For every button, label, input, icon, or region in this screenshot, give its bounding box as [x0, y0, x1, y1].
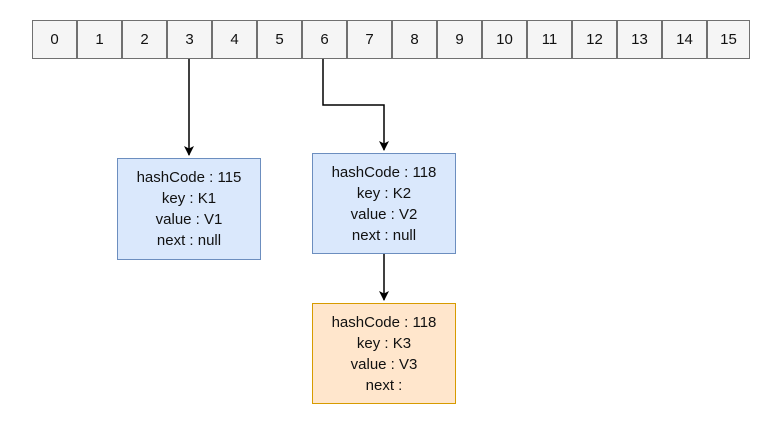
- next-label: next : null: [156, 232, 222, 249]
- value-label: value : V1: [155, 211, 223, 228]
- edge-slot-6-to-k2: [322, 59, 389, 151]
- bucket-cell-4: 4: [212, 20, 257, 59]
- bucket-cell-8: 8: [392, 20, 437, 59]
- next-label: next : null: [351, 226, 417, 244]
- bucket-cell-3: 3: [167, 20, 212, 59]
- bucket-index: 7: [365, 31, 374, 48]
- entry-node-k3: hashCode : 118 key : K3 value : V3 next …: [312, 303, 456, 404]
- bucket-index: 11: [541, 31, 558, 48]
- bucket-cell-6: 6: [302, 20, 347, 59]
- bucket-index: 3: [185, 31, 194, 48]
- bucket-index: 2: [140, 31, 149, 48]
- bucket-index: 10: [496, 31, 513, 48]
- bucket-cell-7: 7: [347, 20, 392, 59]
- bucket-index: 4: [230, 31, 239, 48]
- bucket-index: 13: [631, 31, 648, 48]
- bucket-index: 12: [586, 31, 603, 48]
- bucket-cell-5: 5: [257, 20, 302, 59]
- bucket-index: 5: [275, 31, 284, 48]
- bucket-cell-14: 14: [662, 20, 707, 59]
- key-label: key : K3: [356, 334, 412, 352]
- bucket-cell-11: 11: [527, 20, 572, 59]
- bucket-index: 15: [720, 31, 737, 48]
- bucket-cell-0: 0: [32, 20, 77, 59]
- hashcode-label: hashCode : 118: [331, 163, 437, 181]
- bucket-cell-2: 2: [122, 20, 167, 59]
- bucket-cell-12: 12: [572, 20, 617, 59]
- next-label: next :: [365, 376, 403, 394]
- bucket-index: 9: [455, 31, 464, 48]
- bucket-cell-15: 15: [707, 20, 750, 59]
- bucket-cell-10: 10: [482, 20, 527, 59]
- value-label: value : V3: [350, 355, 418, 373]
- bucket-index: 14: [676, 31, 693, 48]
- bucket-index: 8: [410, 31, 419, 48]
- bucket-cell-9: 9: [437, 20, 482, 59]
- bucket-cell-1: 1: [77, 20, 122, 59]
- entry-node-k1: hashCode : 115 key : K1 value : V1 next …: [117, 158, 261, 260]
- key-label: key : K2: [356, 184, 412, 202]
- value-label: value : V2: [350, 205, 418, 223]
- entry-node-k2: hashCode : 118 key : K2 value : V2 next …: [312, 153, 456, 254]
- hashcode-label: hashCode : 118: [331, 313, 437, 331]
- hashcode-label: hashCode : 115: [136, 169, 242, 186]
- bucket-index: 0: [50, 31, 59, 48]
- key-label: key : K1: [161, 190, 217, 207]
- bucket-index: 1: [95, 31, 104, 48]
- bucket-index: 6: [320, 31, 329, 48]
- bucket-cell-13: 13: [617, 20, 662, 59]
